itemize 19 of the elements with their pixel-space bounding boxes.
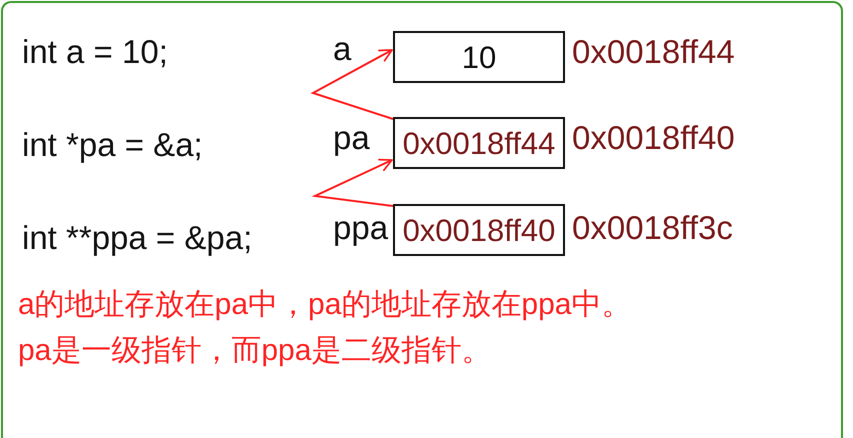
cell-value: 0x0018ff44 (402, 128, 556, 158)
memory-address: 0x0018ff44 (572, 35, 735, 68)
memory-cell (393, 31, 565, 83)
arrow (310, 49, 394, 120)
code-line: int *pa = &a; (22, 128, 203, 161)
memory-cell (393, 204, 565, 256)
memory-address: 0x0018ff40 (572, 121, 735, 154)
memory-cell (393, 117, 565, 169)
note-text: a的地址存放在pa中，pa的地址存放在ppa中。 (18, 287, 632, 323)
code-line: int a = 10; (22, 35, 168, 68)
memory-address: 0x0018ff3c (572, 211, 733, 244)
variable-name: pa (333, 121, 370, 154)
cell-value: 0x0018ff40 (402, 214, 556, 246)
arrow (311, 158, 394, 207)
note-text: pa是一级指针，而ppa是二级指针。 (18, 333, 492, 369)
variable-name: ppa (333, 211, 388, 244)
cell-value: 10 (462, 42, 496, 72)
variable-name: a (333, 32, 352, 65)
code-line: int **ppa = &pa; (22, 221, 252, 254)
